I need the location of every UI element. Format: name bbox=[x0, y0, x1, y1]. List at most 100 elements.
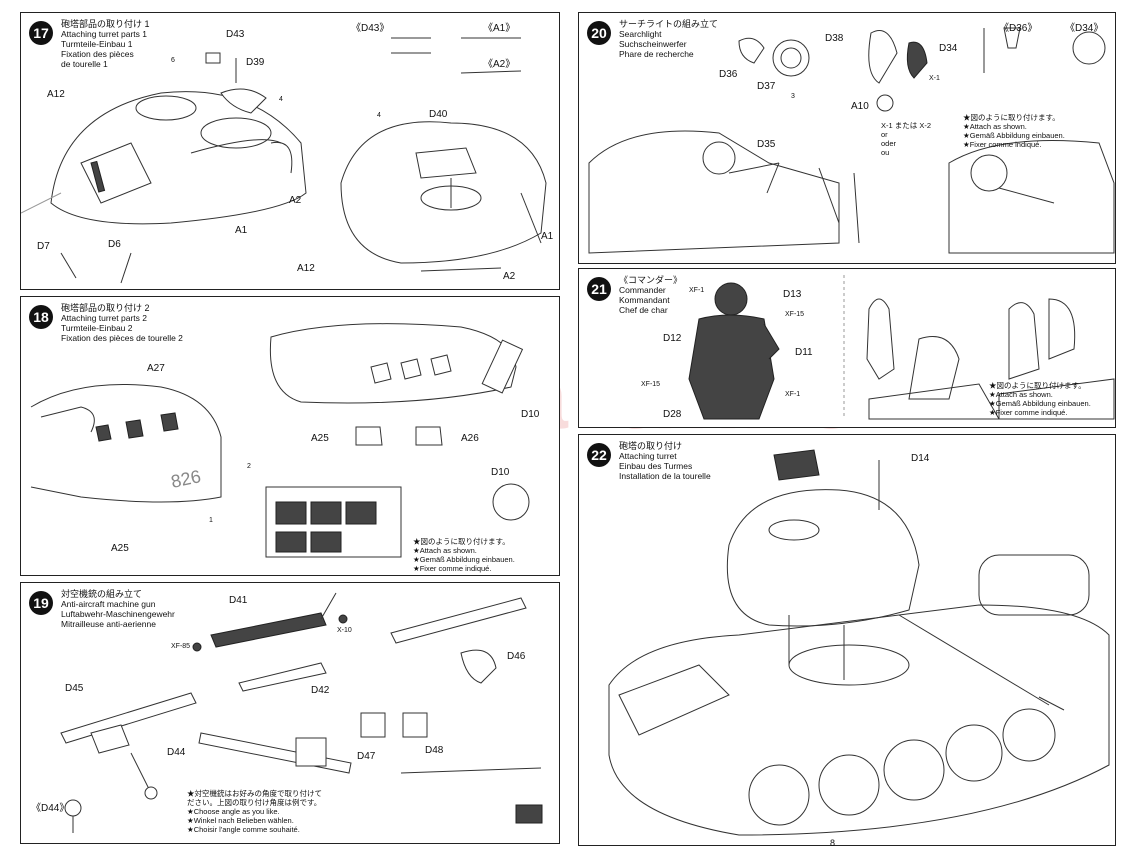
step-number: 19 bbox=[29, 591, 53, 615]
title-jp: 砲塔の取り付け bbox=[619, 441, 683, 451]
label-d28: D28 bbox=[663, 409, 682, 420]
title-en: Searchlight bbox=[619, 29, 662, 39]
title-en: Attaching turret bbox=[619, 451, 677, 461]
label-a10: A10 bbox=[851, 101, 869, 112]
paint-x10: X-10 bbox=[337, 627, 352, 634]
step-title: 砲塔の取り付け Attaching turret Einbau des Turm… bbox=[619, 441, 711, 481]
note-de: ★Gemäß Abbildung einbauen. bbox=[989, 399, 1091, 408]
paint-xf15-top: XF-15 bbox=[785, 311, 805, 318]
step-number: 18 bbox=[29, 305, 53, 329]
title-fr-2: de tourelle 1 bbox=[61, 59, 108, 69]
label-d10-bottom: D10 bbox=[491, 467, 510, 478]
label-d43-detail: 《D43》 bbox=[351, 23, 390, 34]
note-en: ★Choose angle as you like. bbox=[187, 807, 280, 816]
step-number: 17 bbox=[29, 21, 53, 45]
title-jp: 砲塔部品の取り付け 1 bbox=[61, 19, 150, 29]
label-a1-left: A1 bbox=[235, 225, 248, 236]
note-fr: ★Fixer comme indiqué. bbox=[413, 564, 492, 573]
step-number: 21 bbox=[587, 277, 611, 301]
title-en: Attaching turret parts 1 bbox=[61, 29, 147, 39]
note-en: ★Attach as shown. bbox=[989, 390, 1053, 399]
title-fr: Mitrailleuse anti-aerienne bbox=[61, 619, 156, 629]
callout-2: 2 bbox=[247, 463, 251, 470]
label-d44: D44 bbox=[167, 747, 186, 758]
title-de: Luftabwehr-Maschinengewehr bbox=[61, 609, 175, 619]
step-title: 砲塔部品の取り付け 1 Attaching turret parts 1 Tur… bbox=[61, 19, 150, 69]
paint-xf15-bottom: XF-15 bbox=[641, 381, 661, 388]
title-fr: Fixation des pièces bbox=[61, 49, 134, 59]
label-d13: D13 bbox=[783, 289, 802, 300]
step-20-panel: 20 サーチライトの組み立て Searchlight Suchscheinwer… bbox=[578, 12, 1116, 264]
callout-3: 3 bbox=[791, 93, 795, 100]
label-d35: D35 bbox=[757, 139, 776, 150]
note-jp: ★対空機銃はお好みの角度で取り付けて bbox=[187, 789, 322, 798]
callout-1: 1 bbox=[209, 517, 213, 524]
note-de: ★Gemäß Abbildung einbauen. bbox=[963, 131, 1065, 140]
title-jp: 砲塔部品の取り付け 2 bbox=[61, 303, 150, 313]
title-de: Kommandant bbox=[619, 295, 670, 305]
note-jp: ★図のように取り付けます。 bbox=[413, 537, 510, 546]
step-title: 《コマンダー》 Commander Kommandant Chef de cha… bbox=[619, 275, 682, 315]
label-a1-right: A1 bbox=[541, 231, 554, 242]
label-d44-detail: 《D44》 bbox=[31, 803, 70, 814]
label-a2-right: A2 bbox=[503, 271, 516, 282]
step-20-notes: ★図のように取り付けます。 ★Attach as shown. ★Gemäß A… bbox=[963, 113, 1065, 149]
step-21-notes: ★図のように取り付けます。 ★Attach as shown. ★Gemäß A… bbox=[989, 381, 1091, 417]
label-a27: A27 bbox=[147, 363, 165, 374]
title-fr: Fixation des pièces de tourelle 2 bbox=[61, 333, 183, 343]
step-number: 22 bbox=[587, 443, 611, 467]
title-fr: Phare de recherche bbox=[619, 49, 694, 59]
label-d34: D34 bbox=[939, 43, 958, 54]
title-jp: 《コマンダー》 bbox=[619, 275, 683, 285]
step-19-panel: 19 対空機銃の組み立て Anti-aircraft machine gun L… bbox=[20, 582, 560, 844]
label-d39: D39 bbox=[246, 57, 265, 68]
title-fr: Chef de char bbox=[619, 305, 668, 315]
paint-x1-or-x2: X-1 または X-2 bbox=[881, 121, 932, 130]
note-jp: ★図のように取り付けます。 bbox=[963, 113, 1060, 122]
label-a12-right: A12 bbox=[297, 263, 315, 274]
label-d14: D14 bbox=[911, 453, 930, 464]
turret-side-drawing bbox=[30, 323, 530, 558]
label-a2-detail: 《A2》 bbox=[483, 59, 516, 70]
paint-xf85: XF-85 bbox=[171, 643, 191, 650]
label-d12: D12 bbox=[663, 333, 682, 344]
label-d42: D42 bbox=[311, 685, 330, 696]
label-d47: D47 bbox=[357, 751, 376, 762]
note-en: ★Attach as shown. bbox=[413, 546, 477, 555]
label-d10-top: D10 bbox=[521, 409, 540, 420]
label-d38: D38 bbox=[825, 33, 844, 44]
commander-figure-drawing bbox=[688, 275, 1115, 420]
step-17-panel: 17 砲塔部品の取り付け 1 Attaching turret parts 1 … bbox=[20, 12, 560, 290]
paint-or: or bbox=[881, 130, 888, 139]
paint-x1: X-1 bbox=[929, 75, 940, 82]
paint-alternatives: X-1 または X-2 or oder ou bbox=[881, 121, 931, 157]
label-a26: A26 bbox=[461, 433, 479, 444]
step-number: 20 bbox=[587, 21, 611, 45]
label-d36-detail: 《D36》 bbox=[999, 23, 1038, 34]
title-jp: 対空機銃の組み立て bbox=[61, 589, 143, 599]
title-jp: サーチライトの組み立て bbox=[619, 19, 719, 29]
callout-4: 4 bbox=[279, 96, 283, 103]
label-d6: D6 bbox=[108, 239, 121, 250]
title-en: Anti-aircraft machine gun bbox=[61, 599, 156, 609]
step-18-notes: ★図のように取り付けます。 ★Attach as shown. ★Gemäß A… bbox=[413, 537, 515, 573]
step-22-panel: 22 砲塔の取り付け Attaching turret Einbau des T… bbox=[578, 434, 1116, 846]
title-de: Turmteile-Einbau 1 bbox=[61, 39, 133, 49]
note-jp: ★図のように取り付けます。 bbox=[989, 381, 1086, 390]
title-fr: Installation de la tourelle bbox=[619, 471, 711, 481]
label-a25-left: A25 bbox=[111, 543, 129, 554]
note-fr: ★Fixer comme indiqué. bbox=[989, 408, 1068, 417]
label-d48: D48 bbox=[425, 745, 444, 756]
note-fr: ★Fixer comme indiqué. bbox=[963, 140, 1042, 149]
label-a25-right: A25 bbox=[311, 433, 329, 444]
label-d45: D45 bbox=[65, 683, 84, 694]
callout-6: 6 bbox=[171, 57, 175, 64]
machine-gun-drawing bbox=[60, 592, 543, 833]
paint-ou: ou bbox=[881, 148, 890, 157]
note-en: ★Attach as shown. bbox=[963, 122, 1027, 131]
label-d46: D46 bbox=[507, 651, 526, 662]
tank-assembly-drawing bbox=[608, 449, 1110, 836]
note-de: ★Gemäß Abbildung einbauen. bbox=[413, 555, 515, 564]
title-de: Suchscheinwerfer bbox=[619, 39, 687, 49]
title-de: Einbau des Turmes bbox=[619, 461, 693, 471]
